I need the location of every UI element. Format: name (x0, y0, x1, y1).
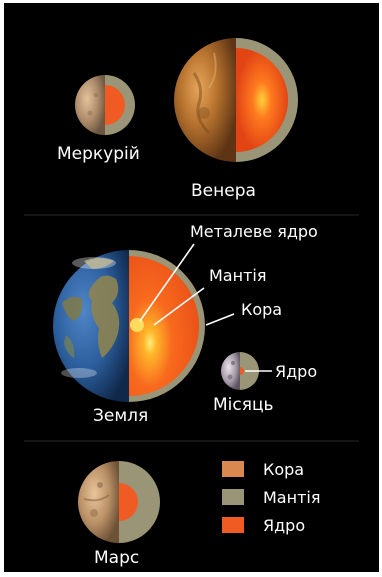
planet-interiors-diagram: Меркурій Венера Металеве ядро Мантія Кор… (4, 3, 379, 572)
diagram-canvas: Меркурій Венера Металеве ядро Мантія Кор… (24, 38, 359, 568)
venus-label: Венера (191, 181, 256, 201)
legend-swatch-core (222, 517, 244, 533)
africa-landmass (88, 275, 120, 358)
venus-planet (174, 38, 298, 162)
moon-label: Місяць (213, 395, 274, 415)
core-leader-line (139, 243, 195, 322)
venus-surface (174, 38, 236, 162)
venus-core (236, 48, 288, 152)
earth-interior (129, 256, 199, 396)
legend-label-mantle: Мантія (263, 488, 320, 507)
mercury-label: Меркурій (57, 144, 140, 164)
legend: Кора Мантія Ядро (222, 460, 320, 535)
moon-core (240, 367, 244, 375)
legend-label-crust: Кора (263, 460, 304, 479)
legend-swatch-crust (222, 461, 244, 477)
earth-metal-core (130, 318, 144, 332)
mars-core (119, 483, 138, 521)
legend-label-core: Ядро (263, 516, 305, 535)
moon-planet (221, 352, 259, 390)
earth-label: Земля (93, 406, 148, 426)
earth-mantle-label: Мантія (209, 266, 266, 285)
moon-core-label: Ядро (275, 362, 317, 381)
crust-leader-line (205, 313, 235, 326)
mars-planet (78, 461, 160, 543)
mars-label: Марс (94, 548, 139, 568)
mars-mantle (119, 461, 160, 543)
earth-core-label: Металеве ядро (190, 222, 318, 241)
mercury-surface (75, 75, 105, 135)
mars-surface (78, 461, 119, 543)
mercury-core (105, 85, 125, 125)
mantle-leader-line (153, 287, 205, 326)
earth-crust-label: Кора (241, 300, 282, 319)
moon-surface (221, 352, 240, 390)
mercury-planet (75, 75, 135, 135)
legend-swatch-mantle (222, 489, 244, 505)
earth-planet (53, 250, 205, 402)
